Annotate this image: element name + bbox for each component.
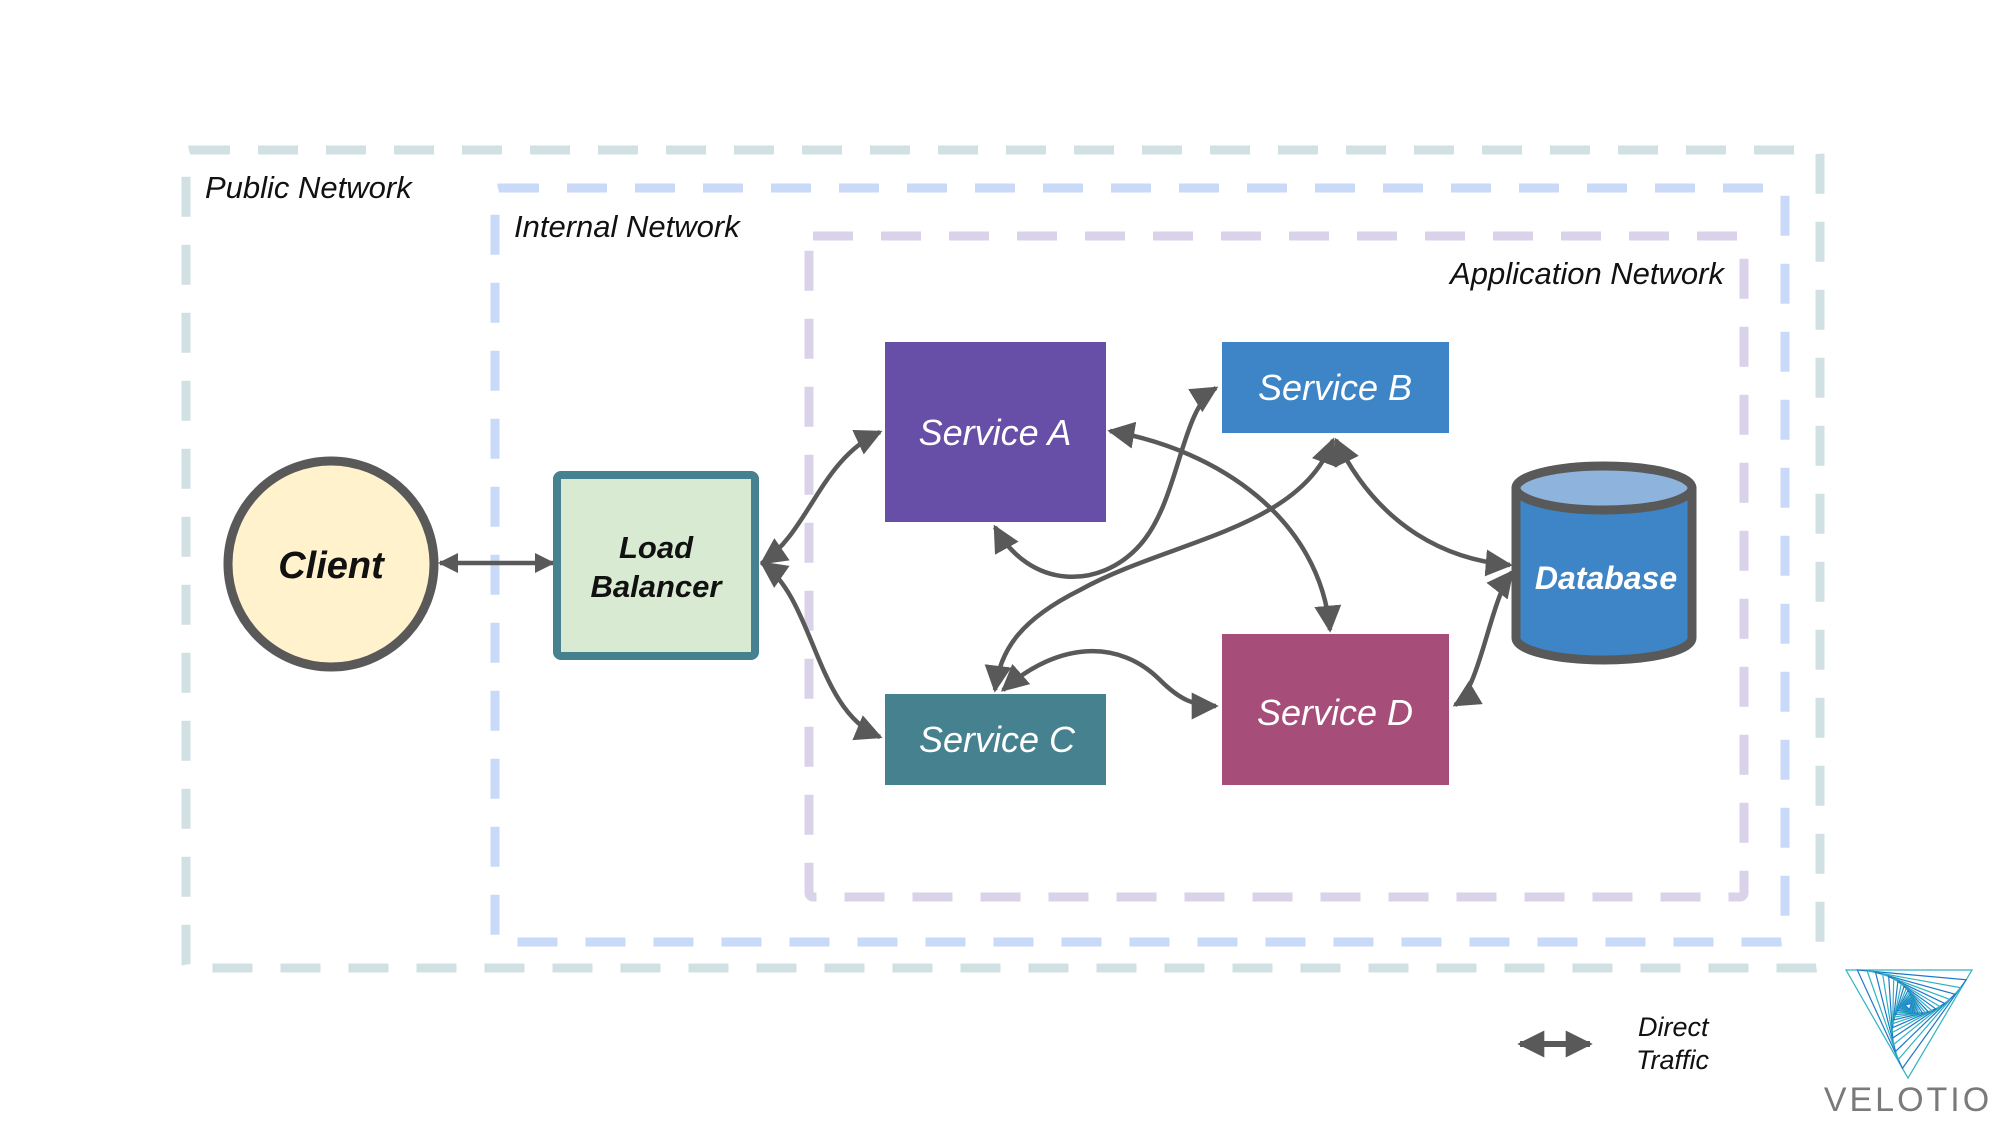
logo-line bbox=[1903, 1002, 1913, 1011]
load-balancer-label-line2: Balancer bbox=[591, 569, 724, 604]
service-d-box bbox=[1222, 634, 1449, 785]
logo-line bbox=[1856, 969, 1968, 1070]
legend: Direct Traffic bbox=[1517, 1012, 1710, 1075]
zone-label-application: Application Network bbox=[1448, 256, 1725, 291]
logo-line bbox=[1888, 975, 1946, 1040]
logo-line bbox=[1896, 993, 1919, 1014]
zone-label-public: Public Network bbox=[205, 170, 413, 205]
service-d-label: Service D bbox=[1257, 692, 1413, 733]
service-d-node[interactable]: Service D bbox=[1222, 634, 1449, 785]
load-balancer-label-line1: Load bbox=[619, 530, 694, 565]
load-balancer-node[interactable]: Load Balancer bbox=[553, 471, 759, 660]
velotio-logo: VELOTIO bbox=[1824, 969, 1992, 1119]
logo-line bbox=[1893, 987, 1927, 1018]
client-node[interactable]: Client bbox=[223, 456, 439, 672]
database-cylinder-top bbox=[1511, 461, 1697, 515]
logo-line bbox=[1892, 985, 1930, 1021]
zone-application-network: Application Network bbox=[804, 231, 1749, 902]
edge-service-d-to-database bbox=[1452, 569, 1514, 707]
logo-line bbox=[1866, 970, 1962, 1061]
service-b-box bbox=[1222, 342, 1449, 433]
edge-service-b-to-database bbox=[1333, 437, 1513, 577]
edges bbox=[437, 386, 1514, 741]
logo-wordmark: VELOTIO bbox=[1824, 1081, 1992, 1119]
load-balancer-box bbox=[553, 471, 759, 660]
legend-label-line2: Traffic bbox=[1636, 1045, 1709, 1075]
zone-public-network: Public Network bbox=[181, 145, 1825, 973]
client-label: Client bbox=[278, 545, 385, 587]
edge-load-balancer-to-service-a bbox=[759, 429, 883, 565]
database-node[interactable]: Database bbox=[1511, 461, 1697, 665]
edge-service-a-to-service-d bbox=[1107, 421, 1342, 633]
logo-line bbox=[1897, 995, 1917, 1014]
edge-service-c-to-service-d bbox=[1000, 649, 1219, 720]
client-circle bbox=[223, 456, 439, 672]
service-b-node[interactable]: Service B bbox=[1222, 342, 1449, 433]
logo-triangle-icon bbox=[1844, 969, 1974, 1080]
logo-line bbox=[1895, 991, 1922, 1014]
logo-line bbox=[1891, 980, 1937, 1029]
service-a-label: Service A bbox=[919, 412, 1072, 453]
service-c-box bbox=[885, 694, 1106, 785]
logo-line bbox=[1894, 989, 1924, 1016]
edge-load-balancer-to-service-c bbox=[759, 561, 883, 741]
database-label: Database bbox=[1535, 560, 1677, 596]
service-a-node[interactable]: Service A bbox=[885, 342, 1106, 522]
logo-line bbox=[1844, 969, 1974, 1080]
logo-line bbox=[1874, 971, 1957, 1053]
service-c-label: Service C bbox=[919, 719, 1076, 760]
edge-service-b-to-service-c bbox=[984, 437, 1338, 693]
logo-line bbox=[1881, 973, 1951, 1046]
zone-label-internal: Internal Network bbox=[514, 209, 741, 244]
logo-line bbox=[1892, 982, 1933, 1025]
service-b-label: Service B bbox=[1258, 367, 1412, 408]
service-c-node[interactable]: Service C bbox=[885, 694, 1106, 785]
service-a-box bbox=[885, 342, 1106, 522]
legend-label-line1: Direct bbox=[1638, 1012, 1710, 1042]
database-cylinder-body bbox=[1511, 483, 1697, 665]
logo-line bbox=[1891, 977, 1942, 1034]
